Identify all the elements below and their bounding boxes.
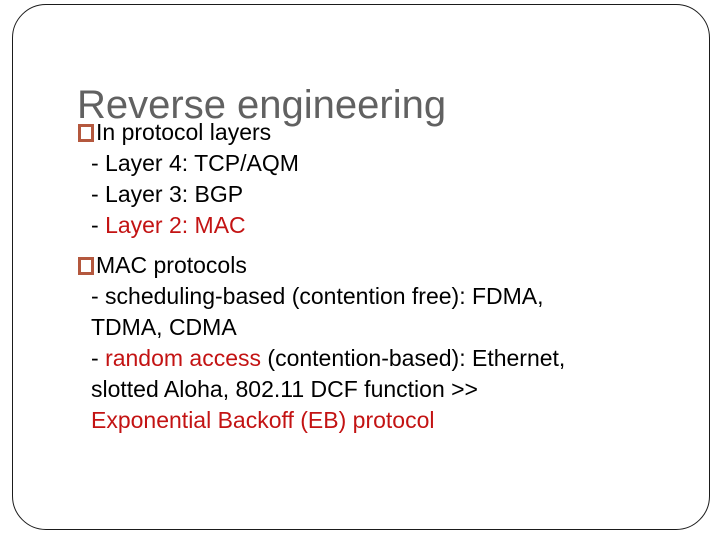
bullet-line-protocol-layers: In protocol layers	[78, 117, 678, 148]
text-segment: Layer 2: MAC	[105, 212, 246, 238]
sub-line-layer2: - Layer 2: MAC	[78, 210, 678, 241]
slide-title: Reverse engineering	[77, 82, 447, 127]
text-segment: - Layer 3: BGP	[91, 181, 244, 207]
text-segment: slotted Aloha, 802.11 DCF function >>	[91, 376, 478, 402]
text-segment: -	[91, 212, 106, 238]
sub-line-layer4: - Layer 4: TCP/AQM	[78, 148, 678, 179]
text-segment: -	[91, 345, 106, 371]
wrap-line-tdma-cdma: TDMA, CDMA	[78, 312, 678, 343]
text-segment: (contention-based): Ethernet,	[261, 345, 566, 371]
text-segment: random access	[105, 345, 262, 371]
bullet-line-mac-protocols: MAC protocols	[78, 250, 678, 281]
sub-line-scheduling: - scheduling-based (contention free): FD…	[78, 281, 678, 312]
square-bullet-icon	[78, 124, 94, 142]
slide-border	[12, 4, 710, 530]
sub-line-layer3: - Layer 3: BGP	[78, 179, 678, 210]
wrap-line-slotted-aloha: slotted Aloha, 802.11 DCF function >>	[78, 374, 678, 405]
text-segment: TDMA, CDMA	[91, 314, 237, 340]
text-segment: - scheduling-based (contention free): FD…	[91, 283, 544, 309]
slide-body: In protocol layers - Layer 4: TCP/AQM - …	[78, 117, 678, 436]
sub-line-random-access: - random access (contention-based): Ethe…	[78, 343, 678, 374]
square-bullet-icon	[78, 257, 94, 275]
text-segment: Exponential Backoff (EB) protocol	[91, 407, 435, 433]
text-segment: - Layer 4: TCP/AQM	[91, 150, 299, 176]
text-segment: In protocol layers	[96, 119, 272, 145]
text-segment: MAC protocols	[96, 252, 247, 278]
wrap-line-exponential-backoff: Exponential Backoff (EB) protocol	[78, 405, 678, 436]
